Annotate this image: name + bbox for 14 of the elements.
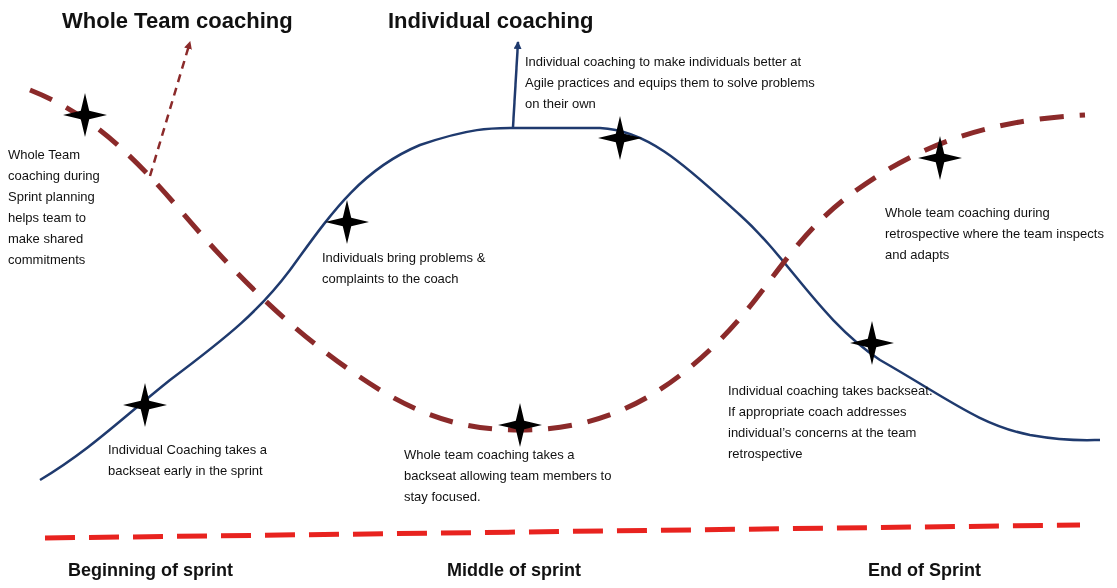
heading: Individual coaching	[388, 8, 594, 34]
annotation-text: Individual coaching takes backseat. If appropriate coach addresses individual’s concerns at the team retrospective	[728, 382, 933, 463]
phase-label: Beginning of sprint	[68, 560, 233, 581]
arrow	[511, 41, 522, 128]
annotation-text: Whole team coaching takes a backseat allowing team members to stay focused.	[404, 446, 613, 506]
annotation-text: Individual Coaching takes a backseat early in the sprint	[108, 441, 268, 480]
arrow	[148, 41, 192, 177]
annotation-text: Individuals bring problems & complaints to the coach	[322, 249, 487, 288]
phase-label: Middle of sprint	[447, 560, 581, 581]
annotation-text: Individual coaching to make individuals better at Agile practices and equips them to solve problems on their own	[525, 53, 816, 113]
phase-label: End of Sprint	[868, 560, 981, 581]
annotation-text: Whole Team coaching during Sprint planning helps team to make shared commitments	[8, 146, 101, 269]
heading: Whole Team coaching	[62, 8, 293, 34]
annotation-text: Whole team coaching during retrospective where the team inspects and adapts	[885, 204, 1105, 264]
